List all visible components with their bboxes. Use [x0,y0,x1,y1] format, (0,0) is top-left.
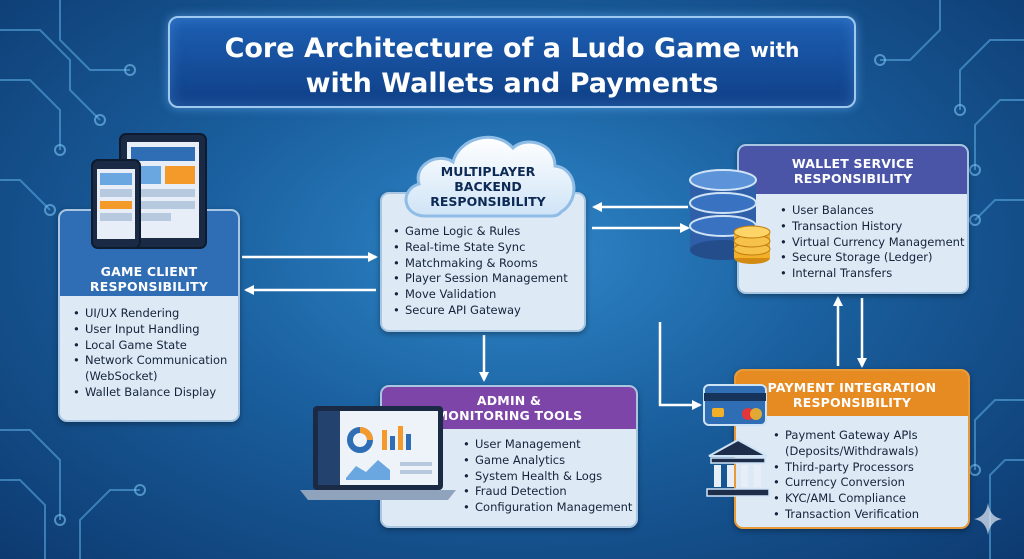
list-item: UI/UX Rendering [72,306,238,322]
list-item: Transaction History [779,219,967,235]
list-item: Matchmaking & Rooms [392,256,584,272]
backend-heading-line1: MULTIPLAYER [440,164,536,179]
list-item: Wallet Balance Display [72,385,238,401]
wallet-heading: WALLET SERVICE RESPONSIBILITY [739,146,967,194]
payment-list: Payment Gateway APIs (Deposits/Withdrawa… [736,416,968,523]
title-banner: Core Architecture of a Ludo Game with wi… [168,16,856,108]
list-item: Game Logic & Rules [392,224,584,240]
admin-list: User Management Game Analytics System He… [382,429,636,516]
list-item: Transaction Verification [772,507,968,523]
list-item: Currency Conversion [772,475,968,491]
payment-heading-line2: RESPONSIBILITY [792,395,912,410]
backend-heading-line3: RESPONSIBILITY [430,194,546,209]
list-item: User Input Handling [72,322,238,338]
payment-heading-line1: PAYMENT INTEGRATION [767,380,937,395]
admin-heading-line1: ADMIN & [476,393,542,408]
list-item: User Management [462,437,636,453]
backend-heading-line2: BACKEND [454,179,522,194]
credit-card-icon [703,384,767,426]
payment-integration-box: PAYMENT INTEGRATION RESPONSIBILITY Payme… [734,369,970,529]
laptop-dashboard-icon [300,406,456,500]
list-item: Internal Transfers [779,266,967,282]
backend-list: Game Logic & Rules Real-time State Sync … [382,194,584,319]
list-item: Secure API Gateway [392,303,584,319]
list-item: Third-party Processors [772,460,968,476]
sparkle-icon [974,503,1002,535]
arrow-backend-to-payment [658,322,702,410]
title-main: Core Architecture of a Ludo Game [224,33,741,64]
bank-icon [706,438,770,497]
game-client-heading-line2: RESPONSIBILITY [89,279,209,294]
game-client-heading-line1: GAME CLIENT [100,264,198,279]
wallet-heading-line2: RESPONSIBILITY [793,171,913,186]
coin-stack-icon [733,225,771,264]
cloud-icon [404,135,576,218]
list-item: KYC/AML Compliance [772,491,968,507]
wallet-list: User Balances Transaction History Virtua… [739,194,967,282]
list-item: Network Communication [72,353,238,369]
admin-heading-line2: MONITORING TOOLS [435,408,583,423]
list-item: Secure Storage (Ledger) [779,250,967,266]
title-line-1: Core Architecture of a Ludo Game with [170,32,854,67]
list-item: Real-time State Sync [392,240,584,256]
list-item: Configuration Management [462,500,636,516]
title-line-2: with Wallets and Payments [305,68,719,99]
wallet-heading-line1: WALLET SERVICE [791,156,915,171]
list-item: Player Session Management [392,271,584,287]
list-item: User Balances [779,203,967,219]
list-item: Game Analytics [462,453,636,469]
payment-heading: PAYMENT INTEGRATION RESPONSIBILITY [736,371,968,416]
list-item: Move Validation [392,287,584,303]
list-item: (WebSocket) [85,369,158,384]
game-client-list: UI/UX Rendering User Input Handling Loca… [60,296,238,401]
game-client-box: GAME CLIENT RESPONSIBILITY UI/UX Renderi… [58,209,240,422]
tablet-and-phone-icon [91,133,207,249]
backend-heading: MULTIPLAYER BACKEND RESPONSIBILITY [395,164,581,209]
list-item: Virtual Currency Management [779,235,967,251]
list-item: Fraud Detection [462,484,636,500]
list-item: Payment Gateway APIs [772,428,968,444]
title-suffix: with [750,38,800,62]
list-item: (Deposits/Withdrawals) [785,443,919,458]
list-item: System Health & Logs [462,469,636,485]
list-item: Local Game State [72,338,238,354]
admin-heading: ADMIN & MONITORING TOOLS [382,387,636,429]
wallet-service-box: WALLET SERVICE RESPONSIBILITY User Balan… [737,144,969,294]
